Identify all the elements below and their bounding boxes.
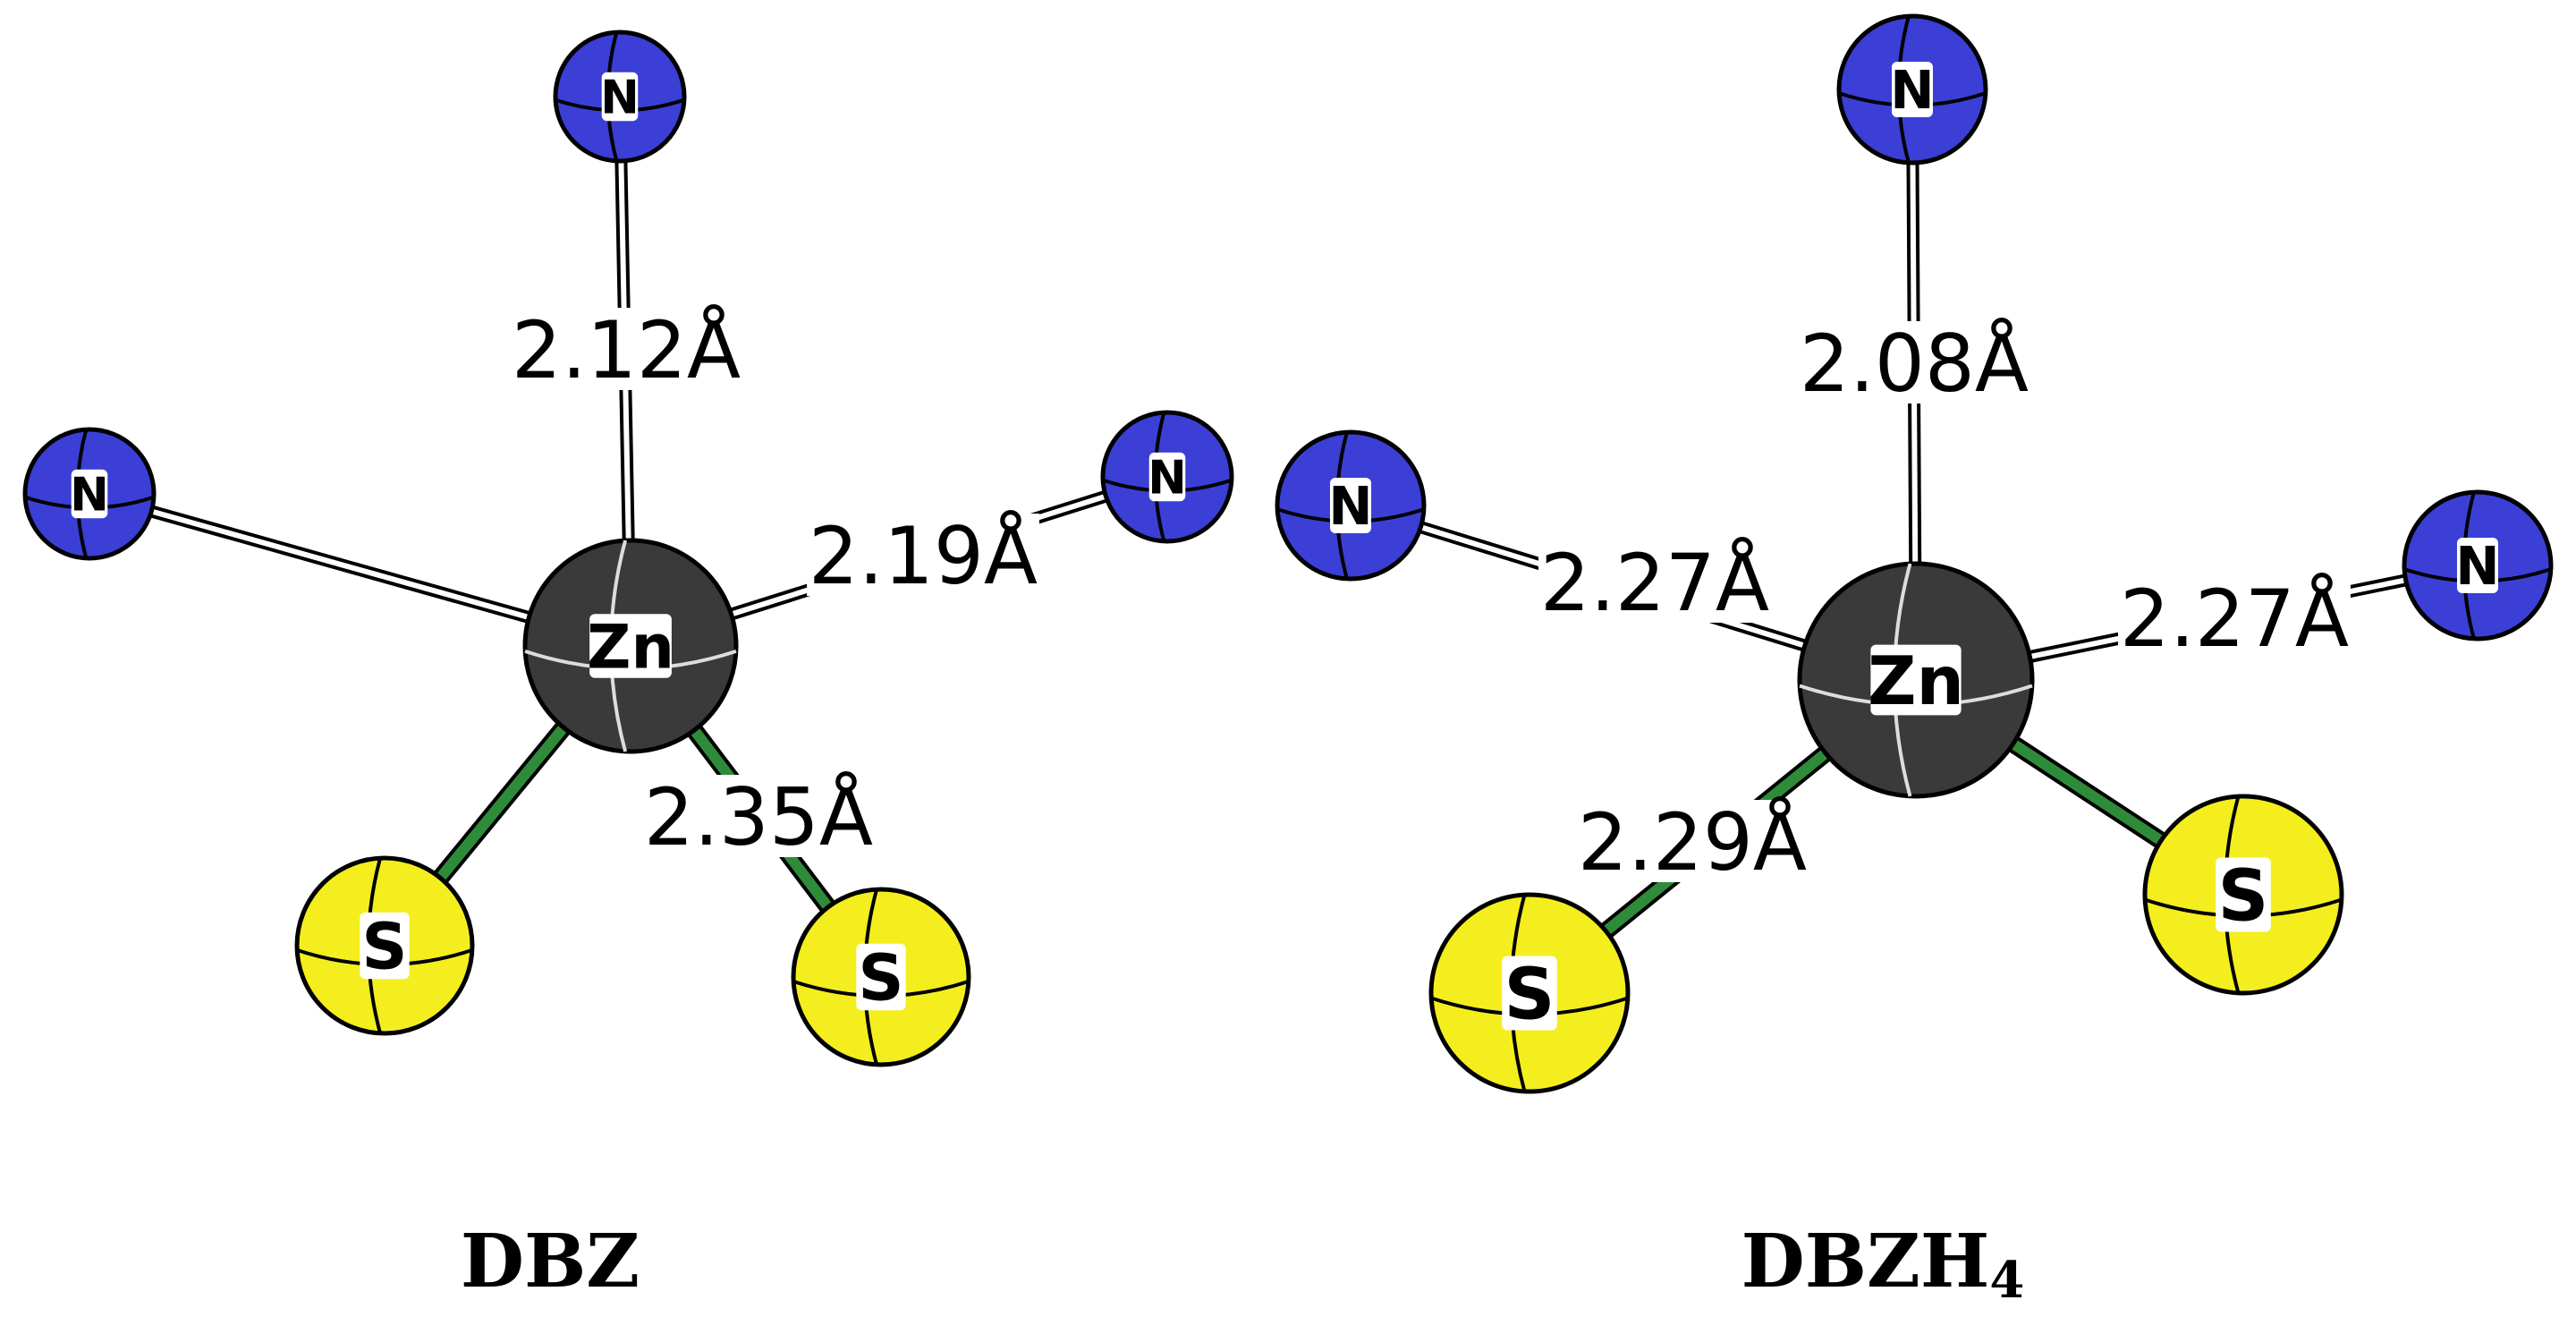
- bond-length-label-bg: [1576, 800, 1809, 882]
- atom-label: N: [70, 469, 109, 523]
- bond-length-text: 2.12Å: [512, 304, 741, 396]
- atom-label-bg: [856, 943, 906, 1011]
- atom-label-bg: [589, 614, 672, 678]
- atom-label: S: [858, 941, 903, 1015]
- caption-dbz: DBZ: [461, 1219, 640, 1304]
- atom-label-bg: [360, 912, 410, 980]
- molecule-dbz: Zn N N N S S 2.12Å 2.19Å 2.35Å: [22, 30, 1234, 1067]
- bond-length-label-bg: [510, 308, 742, 390]
- atom-label: N: [1890, 59, 1934, 121]
- atom-label-bg: [1870, 644, 1962, 716]
- bond-length-text: 2.19Å: [809, 510, 1038, 602]
- bond-length-text: 2.29Å: [1578, 796, 1807, 888]
- atom-label-bg: [1891, 62, 1934, 117]
- bond-length-label-bg: [1798, 321, 2030, 404]
- atom-label: N: [1148, 452, 1187, 506]
- atom-label-bg: [1148, 452, 1186, 502]
- atom-label-bg: [601, 72, 639, 122]
- atom-label: Zn: [1868, 642, 1964, 720]
- bond-length-label: 2.08Å: [1798, 318, 2030, 410]
- caption-dbzh4-subscript: 4: [1989, 1251, 2024, 1310]
- bond-length-text: 2.35Å: [644, 771, 873, 863]
- atom-s_left: S: [1428, 892, 1631, 1094]
- atom-label: N: [2455, 535, 2499, 597]
- molecule-dbzh4: Zn N N N S S 2.08Å 2.27Å 2.27Å 2.29Å: [1275, 13, 2554, 1094]
- bond-length-label: 2.29Å: [1576, 796, 1809, 888]
- atom-label-bg: [2216, 857, 2271, 932]
- atom-label: N: [600, 72, 640, 125]
- bond-length-label: 2.35Å: [642, 771, 875, 863]
- atom-label: S: [361, 910, 407, 984]
- bond-length-label-bg: [1538, 540, 1771, 623]
- atom-n_top: N: [1836, 13, 1988, 166]
- caption-dbzh4-main: DBZH: [1741, 1219, 1990, 1304]
- atom-n_left: N: [1275, 429, 1427, 582]
- bond-length-label: 2.27Å: [2118, 573, 2351, 665]
- bond-length-label-bg: [642, 775, 875, 857]
- bond-length-text: 2.27Å: [2120, 573, 2349, 665]
- bond-length-label-bg: [807, 514, 1039, 596]
- atom-n_right: N: [2402, 489, 2554, 642]
- atom-label: N: [1328, 475, 1372, 537]
- bond-length-label: 2.27Å: [1538, 537, 1771, 629]
- bond-length-text: 2.08Å: [1800, 318, 2029, 410]
- atom-n_top: N: [553, 30, 687, 164]
- atom-label-bg: [1329, 478, 1372, 533]
- atom-label: S: [1504, 953, 1555, 1035]
- bond-length-label: 2.12Å: [510, 304, 742, 396]
- atom-label-bg: [1502, 956, 1557, 1031]
- atom-s_left: S: [294, 855, 475, 1036]
- atom-s_right: S: [791, 887, 971, 1067]
- atom-label: Zn: [587, 612, 674, 683]
- bond-length-text: 2.27Å: [1540, 537, 1769, 629]
- atom-label-bg: [71, 469, 108, 519]
- caption-dbzh4: DBZH4: [1741, 1219, 2025, 1310]
- bond-length-label-bg: [2118, 576, 2351, 658]
- atom-label-bg: [2456, 538, 2499, 593]
- atom-n_right: N: [1100, 410, 1234, 544]
- atom-zn: Zn: [1797, 561, 2035, 799]
- atom-s_right: S: [2142, 794, 2344, 996]
- bond-length-label: 2.19Å: [807, 510, 1039, 602]
- atom-n_left: N: [22, 427, 157, 561]
- atom-label: S: [2218, 854, 2269, 937]
- atom-zn: Zn: [522, 538, 739, 754]
